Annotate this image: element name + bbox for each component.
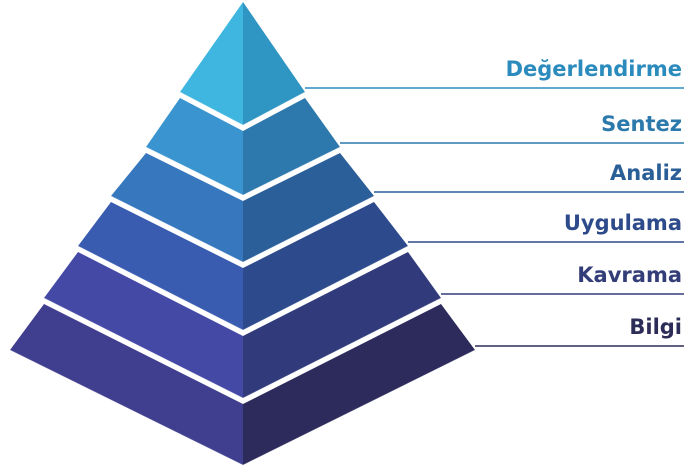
pyramid-level-3-edge [110,195,375,263]
level-label-kavrama: Kavrama [577,263,682,287]
level-label-sentez: Sentez [601,112,682,136]
pyramid-level-2-right-face [243,98,340,195]
pyramid-level-6-right-face [243,304,475,465]
pyramid-level-4-left-face [78,202,243,330]
level-label-değerlendirme: Değerlendirme [506,57,682,81]
pyramid-level-4-right-face [243,202,408,330]
pyramid-level-3-right-face [243,153,374,262]
pyramid-level-2-edge [145,146,341,196]
pyramid-level-6-edge [9,349,476,466]
pyramid-level-6-left-face [10,304,243,465]
pyramid-level-5-right-face [243,252,441,398]
level-label-analiz: Analiz [610,161,682,185]
pyramid-level-5-left-face [44,252,243,398]
pyramid-level-2-left-face [146,98,243,195]
pyramid-level-5-edge [43,297,442,399]
pyramid-level-1-right-face [243,2,305,125]
level-label-uygulama: Uygulama [564,211,682,235]
pyramid-level-1-left-face [180,2,243,125]
pyramid-level-1-edge [179,91,306,126]
level-label-bilgi: Bilgi [629,315,682,339]
pyramid-level-4-edge [77,245,409,331]
pyramid-level-3-left-face [111,153,243,262]
